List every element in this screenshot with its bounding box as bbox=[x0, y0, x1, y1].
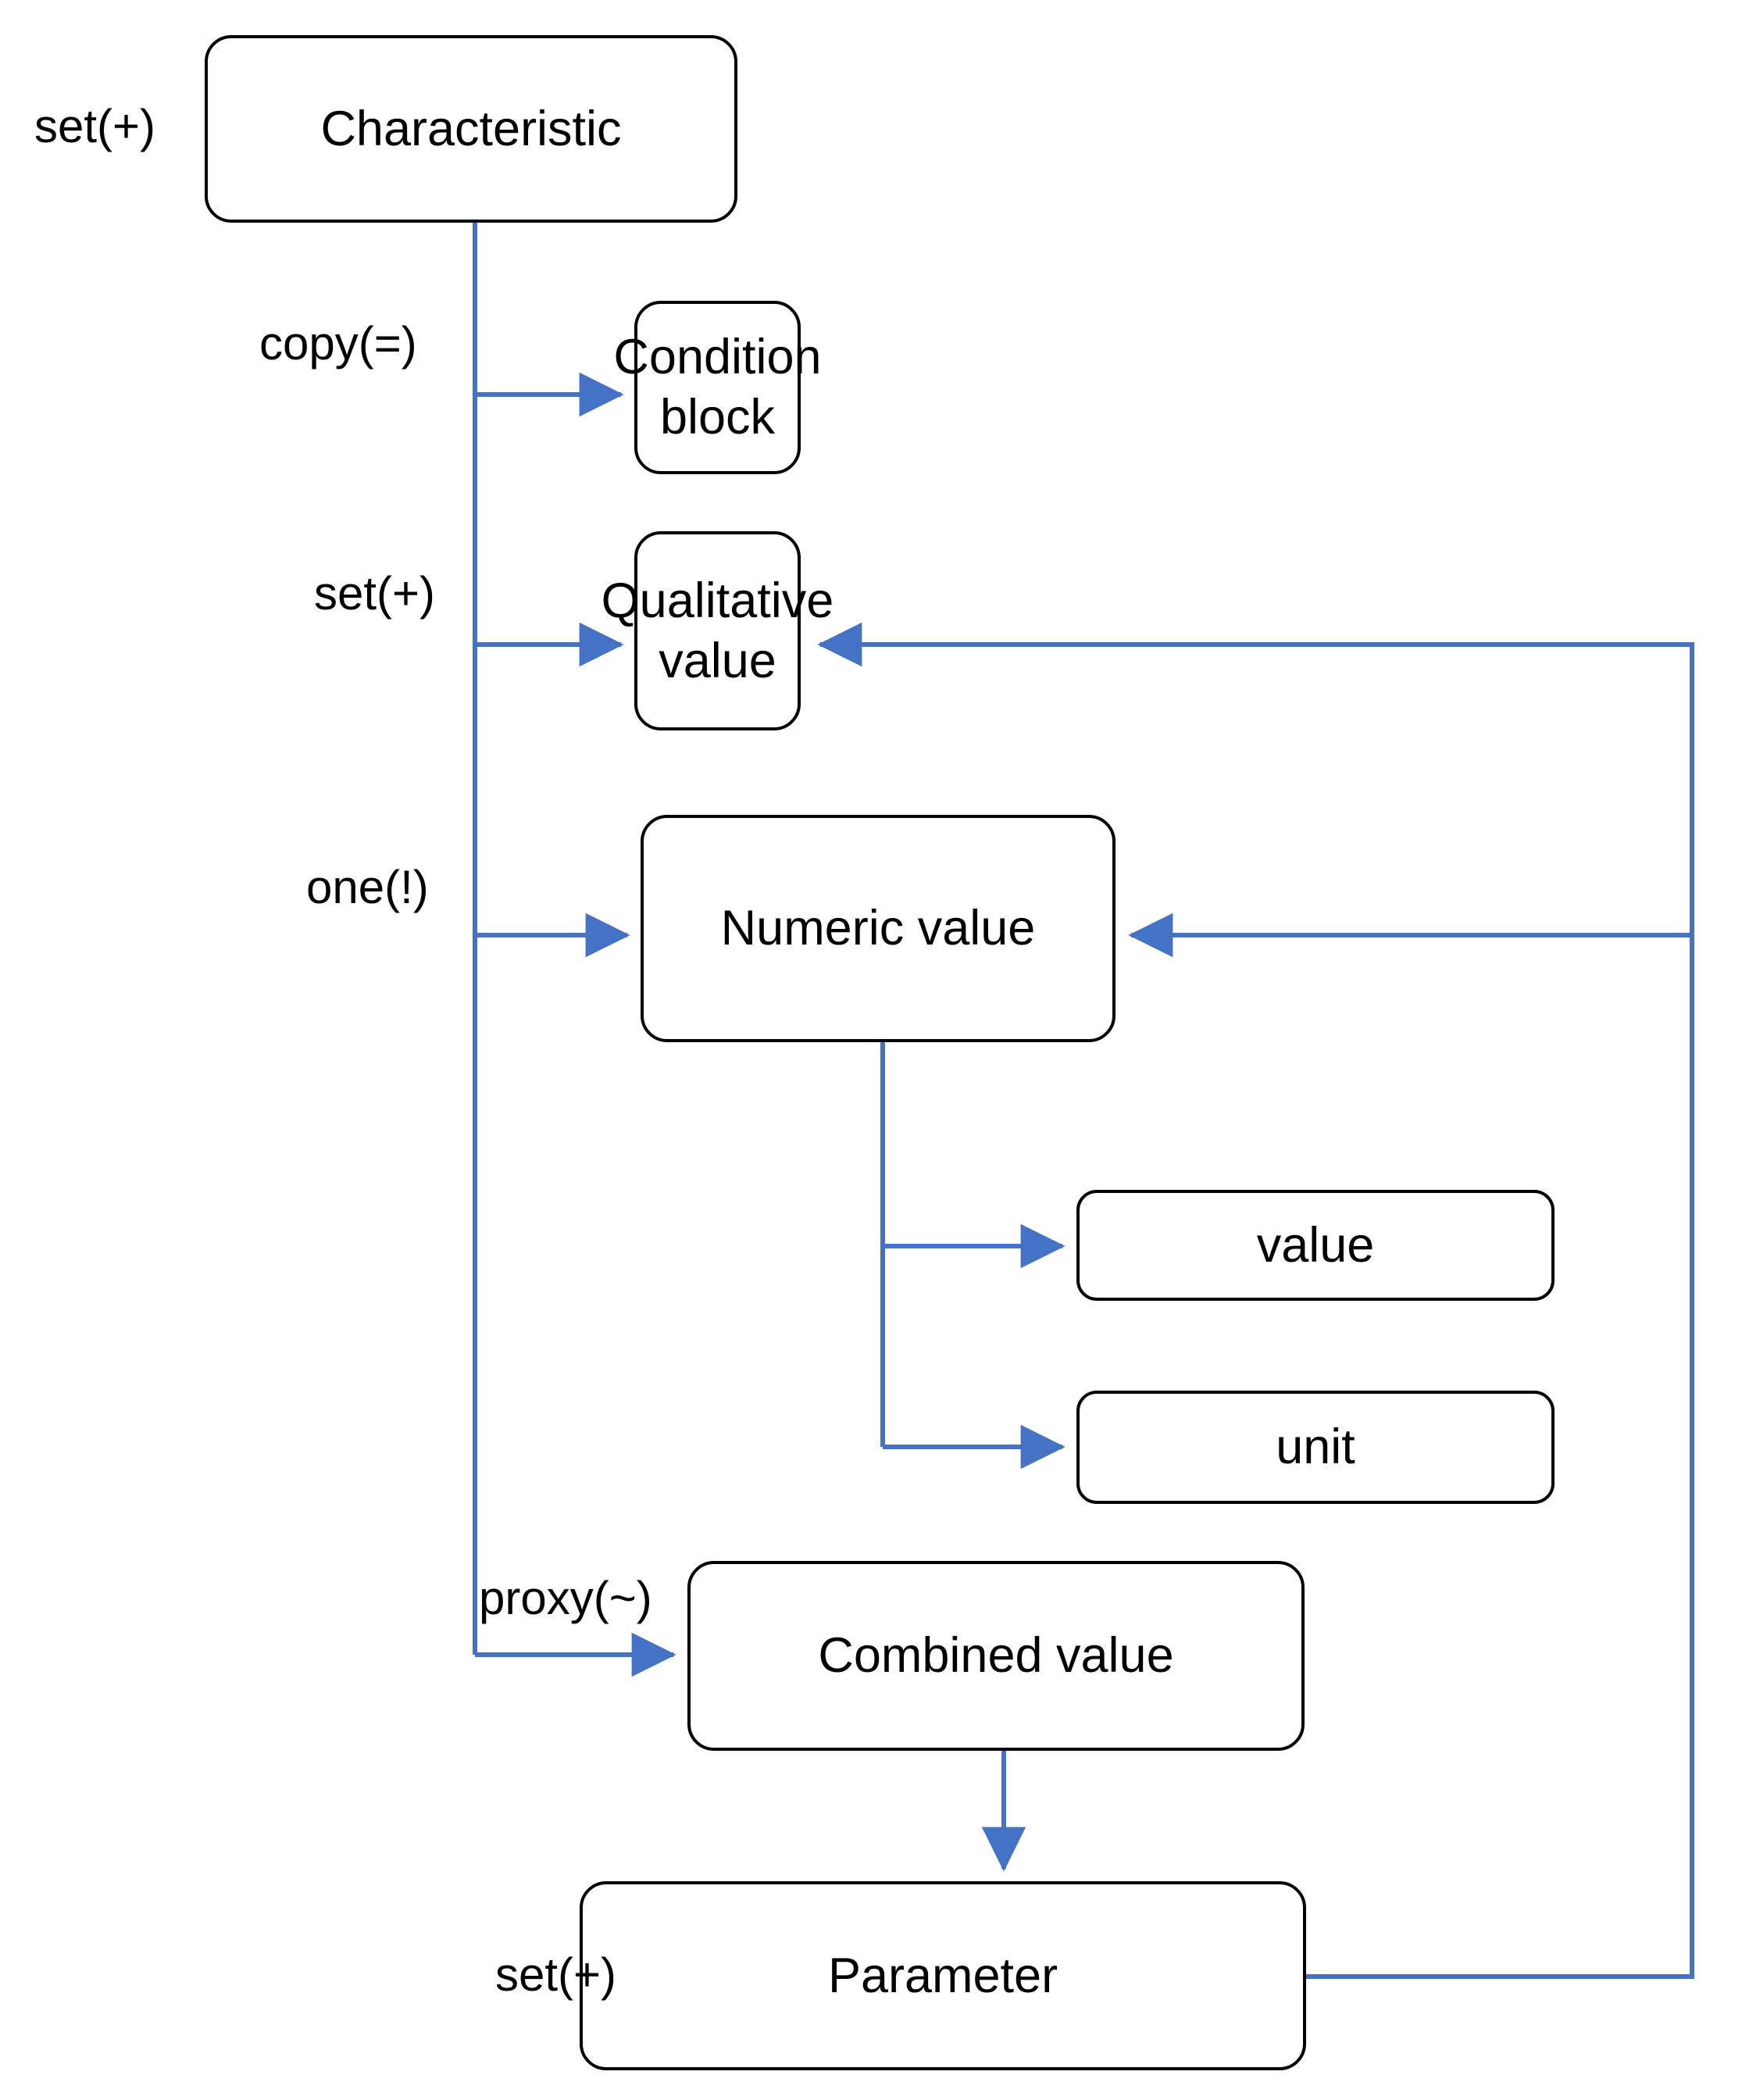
node-combined-value-label: Combined value bbox=[818, 1628, 1174, 1684]
node-unit[interactable]: unit bbox=[1076, 1391, 1555, 1504]
node-qualitative-value[interactable]: Qualitative value bbox=[601, 531, 834, 730]
node-numeric-value-label: Numeric value bbox=[720, 901, 1036, 956]
node-combined-value[interactable]: Combined value bbox=[687, 1561, 1305, 1751]
edge-label-set-to-qualitative-value: set(+) bbox=[314, 567, 436, 620]
node-condition-block[interactable]: Condition block bbox=[613, 301, 822, 474]
edge-label-one-to-numeric-value: one(!) bbox=[306, 861, 429, 913]
node-qualitative-value-label-line2: value bbox=[659, 633, 776, 688]
node-parameter-label: Parameter bbox=[827, 1948, 1058, 2003]
node-characteristic-label: Characteristic bbox=[320, 101, 622, 156]
edge-label-characteristic-cardinality: set(+) bbox=[34, 100, 156, 152]
node-value-label: value bbox=[1256, 1217, 1375, 1273]
node-numeric-value[interactable]: Numeric value bbox=[641, 815, 1116, 1042]
edge-label-parameter-cardinality: set(+) bbox=[495, 1948, 617, 2001]
node-parameter[interactable]: Parameter bbox=[580, 1881, 1306, 2070]
node-characteristic[interactable]: Characteristic bbox=[205, 35, 737, 223]
node-value[interactable]: value bbox=[1076, 1190, 1555, 1301]
node-condition-block-label-line1: Condition bbox=[613, 330, 822, 385]
node-qualitative-value-label-line1: Qualitative bbox=[601, 573, 834, 628]
node-unit-label: unit bbox=[1276, 1420, 1355, 1475]
node-condition-block-label-line2: block bbox=[659, 390, 776, 445]
edge-label-proxy-to-combined-value: proxy(~) bbox=[479, 1572, 652, 1624]
edge-label-copy-to-condition-block: copy(=) bbox=[259, 317, 417, 370]
